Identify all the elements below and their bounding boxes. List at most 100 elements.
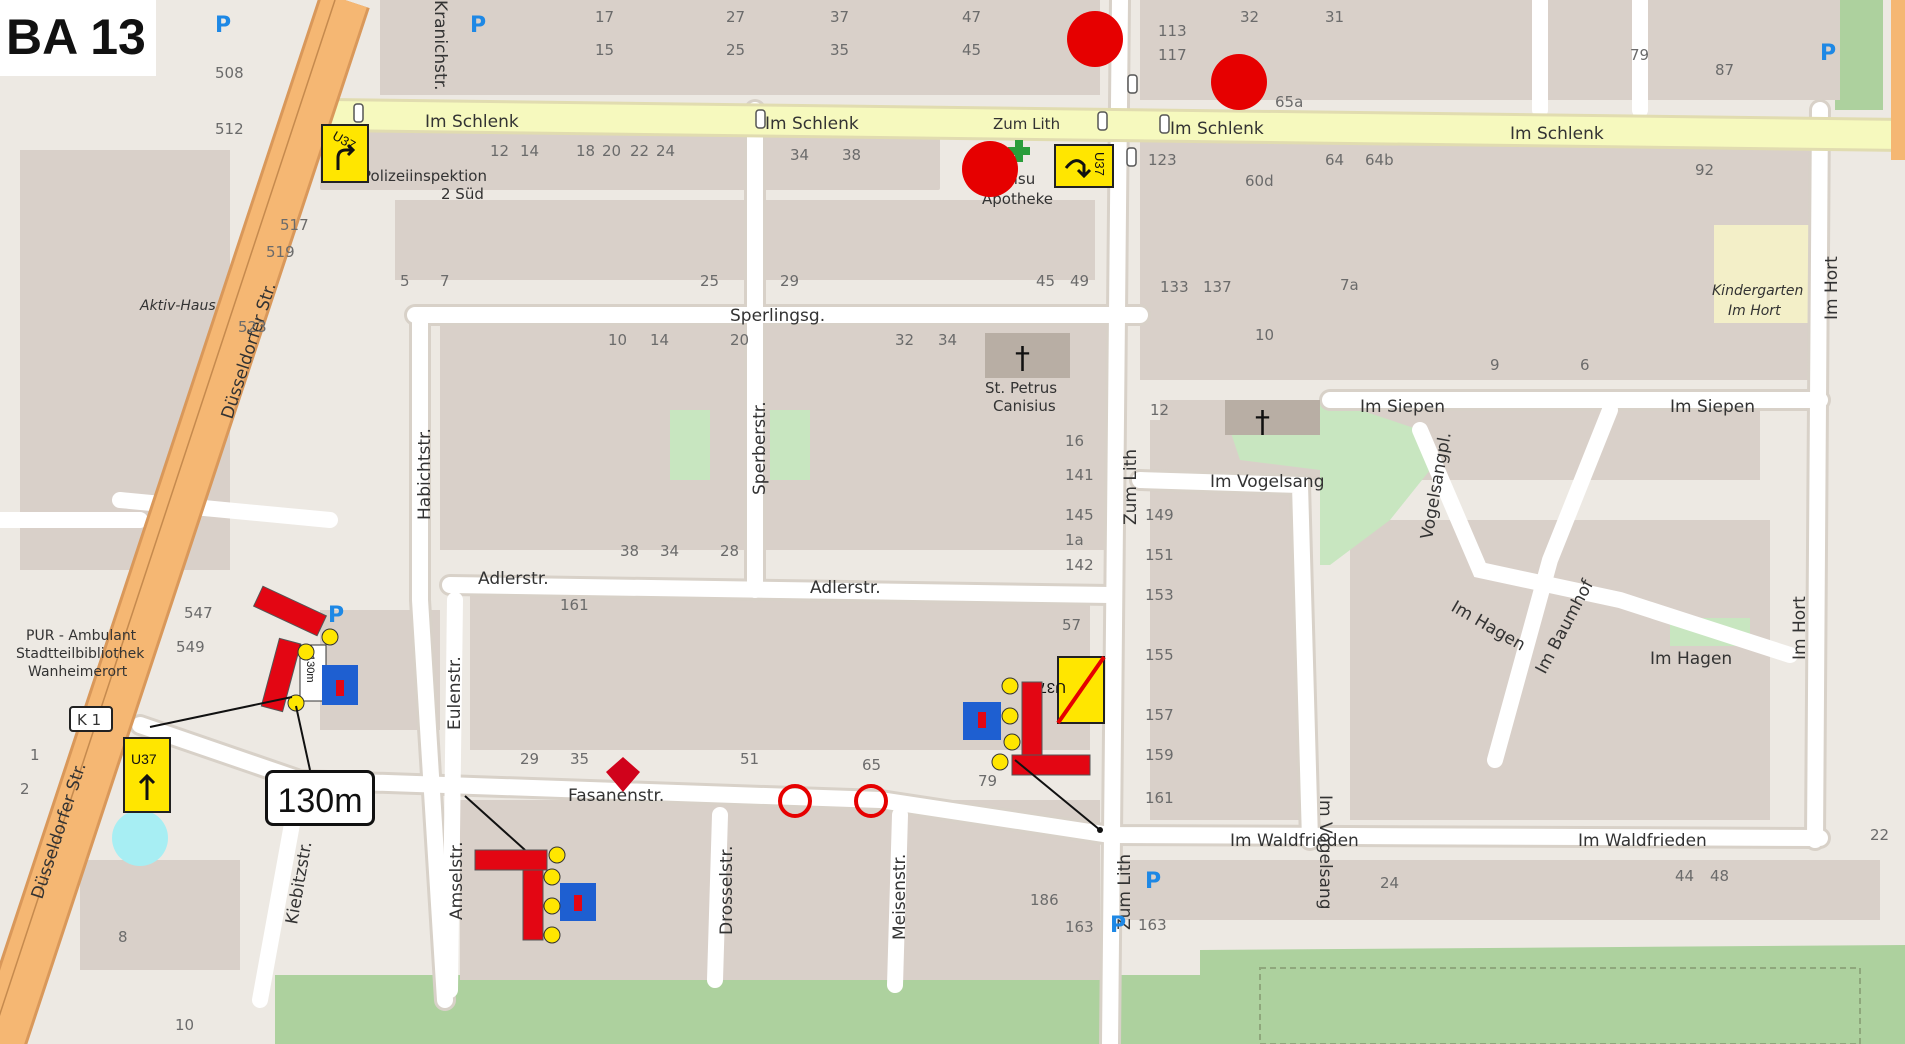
street-label-im-vogelsang-v: Im Vogelsang [1315, 795, 1335, 910]
house-number: 49 [1070, 272, 1089, 290]
closure-markers-filled [962, 11, 1267, 197]
street-label-im-hort-1: Im Hort [1790, 596, 1810, 660]
house-number: 45 [962, 41, 981, 59]
house-number: 549 [176, 638, 205, 656]
bus-stop-label: Zum Lith [993, 115, 1060, 133]
house-number: 163 [1065, 918, 1094, 936]
kindergarten-area [1714, 225, 1816, 323]
house-number: 20 [730, 331, 749, 349]
traffic-light-icon [1097, 111, 1108, 131]
house-number: 512 [215, 120, 244, 138]
street-label-im-schlenk-3: Im Schlenk [1170, 119, 1264, 139]
house-number: 57 [1062, 616, 1081, 634]
house-number: 18 [576, 142, 595, 160]
police-label-2: 2 Süd [441, 185, 484, 203]
street-label-im-hagen-2: Im Hagen [1650, 649, 1732, 669]
closure-marker-hollow [778, 784, 812, 818]
house-number: 7a [1340, 276, 1359, 294]
house-number: 38 [620, 542, 639, 560]
house-number: 517 [280, 216, 309, 234]
house-number: 44 [1675, 867, 1694, 885]
barrier-group-west: 130m [149, 585, 358, 771]
warning-light-icon [1001, 707, 1019, 725]
house-number: 6 [1580, 356, 1590, 374]
detour-end-sign: U37 [1038, 655, 1106, 725]
tram-track [0, 0, 336, 1017]
house-number: 37 [830, 8, 849, 26]
house-number: 5 [400, 272, 410, 290]
warning-light-icon [548, 846, 566, 864]
barrier-icon [522, 869, 544, 941]
street-label-im-waldfrieden-2: Im Waldfrieden [1578, 831, 1707, 851]
street-label-adlerstr-2: Adlerstr. [810, 578, 881, 598]
house-number: 161 [1145, 789, 1174, 807]
closure-marker [962, 141, 1018, 197]
detour-sign-text: U37 [1038, 679, 1066, 696]
street-label-im-siepen-1: Im Siepen [1360, 397, 1445, 417]
street-label-im-waldfrieden-1: Im Waldfrieden [1230, 831, 1359, 851]
detour-sign-1: U37 [321, 124, 369, 183]
church-icon: † [985, 333, 1070, 378]
house-number: 142 [1065, 556, 1094, 574]
barrier-group-east [963, 677, 1103, 833]
house-number: 14 [520, 142, 539, 160]
street-label-im-schlenk-1: Im Schlenk [425, 112, 519, 132]
k1-label: K 1 [77, 711, 101, 729]
house-number: 133 [1160, 278, 1189, 296]
house-number: 79 [978, 772, 997, 790]
parking-icon: P [1145, 869, 1161, 894]
distance-plate-text: 130m [304, 655, 316, 683]
house-number: 29 [780, 272, 799, 290]
house-number: 155 [1145, 646, 1174, 664]
house-number: 34 [790, 146, 809, 164]
house-number: 35 [830, 41, 849, 59]
im-schlenk-road [329, 101, 1905, 149]
street-label-eulenstr: Eulenstr. [445, 656, 465, 730]
house-number: 31 [1325, 8, 1344, 26]
warning-light-icon [297, 643, 315, 661]
traffic-light-icon [1126, 147, 1137, 167]
street-label-im-siepen-2: Im Siepen [1670, 397, 1755, 417]
house-number: 113 [1158, 22, 1187, 40]
house-number: 151 [1145, 546, 1174, 564]
church-icon: † [1225, 400, 1320, 440]
pur-label-1: PUR - Ambulant [26, 628, 137, 644]
page-title: BA 13 [0, 0, 156, 76]
street-label-kranichstr: Kranichstr. [430, 0, 450, 91]
street-label-fasanenstr: Fasanenstr. [568, 786, 664, 806]
detour-sign-text: U37 [131, 751, 157, 767]
house-number: 92 [1695, 161, 1714, 179]
house-number: 7 [440, 272, 450, 290]
barrier-icon [252, 585, 328, 637]
house-number: 157 [1145, 706, 1174, 724]
house-number: 65 [862, 756, 881, 774]
barrier-icon [1021, 681, 1043, 758]
house-number: 12 [1150, 401, 1169, 419]
forest-area-east [1200, 945, 1905, 975]
street-label-sperlingsg: Sperlingsg. [730, 306, 825, 326]
house-number: 64 [1325, 151, 1344, 169]
house-number: 32 [1240, 8, 1259, 26]
k1-shield [69, 706, 113, 732]
house-number: 117 [1158, 46, 1187, 64]
warning-light-icon [1003, 733, 1021, 751]
closure-markers-hollow [778, 784, 888, 818]
house-number: 29 [520, 750, 539, 768]
warning-light-icon [991, 753, 1009, 771]
green-strip [1835, 0, 1883, 110]
house-number: 24 [656, 142, 675, 160]
house-number: 64b [1365, 151, 1394, 169]
house-number: 12 [490, 142, 509, 160]
street-label-meisenstr: Meisenstr. [890, 854, 910, 940]
barrier-icon [474, 849, 548, 871]
house-number: 25 [700, 272, 719, 290]
parking-icon: P [1820, 41, 1836, 66]
house-number: 508 [215, 64, 244, 82]
closure-marker-hollow [854, 784, 888, 818]
church-label-1: St. Petrus [985, 379, 1057, 397]
svg-text:†: † [1015, 341, 1030, 376]
house-number: 137 [1203, 278, 1232, 296]
barrier-icon [1011, 754, 1091, 776]
svg-text:†: † [1255, 405, 1270, 440]
